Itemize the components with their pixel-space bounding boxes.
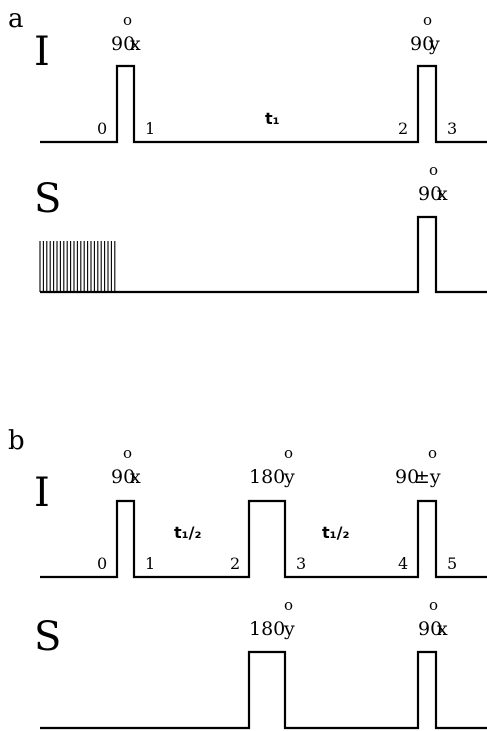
panel-a-point-0: 0 (97, 119, 107, 138)
panel-b-letter: b (8, 426, 25, 456)
panel-b-i-pulse3-degree: o (428, 444, 437, 462)
panel-a-channel-i-label: I (34, 29, 50, 75)
panel-b-channel-s-label: S (34, 614, 61, 660)
panel-b-point-3: 3 (296, 554, 306, 573)
panel-b-i-pulse3-value: 90 (395, 466, 419, 488)
panel-a-s-decoupling-block (39, 241, 116, 292)
panel-a-s-pulse-degree: o (429, 161, 438, 179)
panel-b-s-pulse1-value: 180 (249, 618, 285, 640)
panel-a-i-pulse2-phase: y (428, 33, 440, 55)
panel-a-point-1: 1 (145, 119, 155, 138)
panel-a-channel-s-trace (40, 215, 487, 294)
panel-a-channel-i-trace (40, 64, 487, 144)
panel-b-point-5: 5 (447, 554, 457, 573)
panel-a-point-2: 2 (398, 119, 408, 138)
panel-b-i-pulse1-degree: o (123, 444, 132, 462)
panel-b-i-pulse2-value: 180 (249, 466, 285, 488)
panel-b-delay-1: t₁/₂ (174, 523, 202, 542)
panel-b-s-pulse2-value: 90 (418, 618, 442, 640)
panel-a-letter: a (8, 4, 24, 34)
panel-b-i-pulse1-phase: x (130, 466, 141, 488)
panel-b-s-pulse1-degree: o (284, 596, 293, 614)
panel-b-s-pulse2-phase: x (437, 618, 448, 640)
panel-b-channel-i-trace (40, 499, 487, 579)
panel-a-channel-s-label: S (34, 176, 61, 222)
panel-b-channel-i-label: I (34, 470, 50, 516)
panel-b-channel-s-trace (40, 650, 487, 730)
panel-b-point-4: 4 (398, 554, 408, 573)
panel-b-i-pulse2-degree: o (284, 444, 293, 462)
panel-a-i-pulse1-phase: x (130, 33, 141, 55)
panel-a-i-pulse1-value: 90 (111, 33, 135, 55)
panel-a-s-pulse-phase: x (437, 183, 448, 205)
panel-a-i-pulse2-degree: o (423, 11, 432, 29)
panel-a-i-pulse1-degree: o (123, 11, 132, 29)
panel-a-s-pulse-value: 90 (418, 183, 442, 205)
panel-b-point-2: 2 (230, 554, 240, 573)
panel-b-point-0: 0 (97, 554, 107, 573)
panel-b-i-pulse3-phase: ±y (414, 466, 441, 488)
panel-b-point-1: 1 (145, 554, 155, 573)
panel-b-i-pulse2-phase: y (283, 466, 295, 488)
panel-a-i-pulse2-value: 90 (410, 33, 434, 55)
panel-b-s-pulse2-degree: o (429, 596, 438, 614)
panel-b-delay-2: t₁/₂ (322, 523, 350, 542)
panel-b-i-pulse1-value: 90 (111, 466, 135, 488)
panel-a-point-3: 3 (447, 119, 457, 138)
panel-a-delay-t1: t₁ (265, 109, 280, 128)
panel-b-s-pulse1-phase: y (283, 618, 295, 640)
